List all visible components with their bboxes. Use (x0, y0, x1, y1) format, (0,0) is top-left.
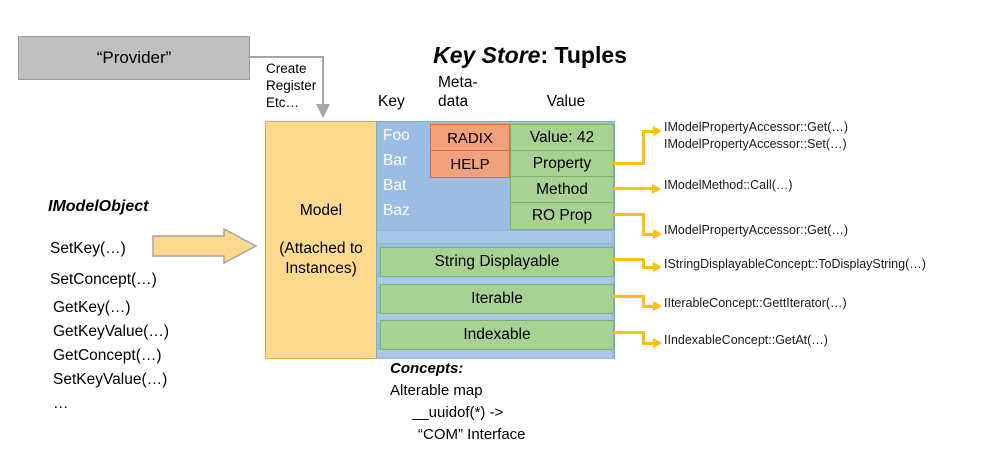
key-label-foo: Foo (383, 127, 410, 144)
column-header-metadata: Meta- data (438, 74, 478, 110)
metadata-cell-help: HELP (430, 150, 510, 178)
key-label-baz: Baz (383, 202, 410, 219)
list-item: SetKey(…) (50, 240, 126, 257)
column-header-value: Value (546, 93, 586, 110)
provider-connector-arrowhead (316, 104, 330, 118)
list-item: SetKeyValue(…) (53, 371, 168, 388)
connector-1-horizontal-top (642, 130, 656, 133)
connector-5-horizontal-bottom (642, 305, 656, 308)
key-label-bat: Bat (383, 177, 407, 194)
concepts-line-3: “COM” Interface (418, 426, 526, 443)
connector-6-vertical (642, 331, 645, 345)
connector-4-vertical (642, 258, 645, 269)
connector-5-horizontal-base (613, 295, 645, 298)
imodelobject-getters-list: GetKey(…) GetKeyValue(…) GetConcept(…) S… (53, 296, 253, 416)
connector-6-horizontal-base (613, 331, 645, 334)
model-label-sub1: (Attached to (279, 240, 363, 257)
connector-6-horizontal-bottom (642, 342, 656, 345)
value-cell-value42: Value: 42 (510, 124, 614, 152)
list-item: … (53, 395, 69, 412)
concept-row-indexable: Indexable (380, 320, 614, 350)
key-label-bar: Bar (383, 152, 408, 169)
model-label-sub2: Instances) (285, 260, 357, 277)
value-cell-roprop: RO Prop (510, 202, 614, 230)
connector-6-arrowhead (653, 338, 662, 348)
title-suffix: : Tuples (540, 42, 627, 68)
annotation-indexable: IIndexableConcept::GetAt(…) (664, 333, 828, 347)
list-item: SetConcept(…) (50, 271, 157, 288)
connector-1-vertical (642, 130, 645, 164)
list-item: GetKeyValue(…) (53, 323, 170, 340)
connector-5-arrowhead (653, 301, 662, 311)
page-title: Key Store: Tuples (380, 42, 680, 69)
connector-3-vertical (642, 213, 645, 236)
title-emphasis: Key Store (433, 42, 541, 68)
concepts-title: Concepts: (390, 360, 464, 377)
provider-connector-horizontal (248, 56, 324, 58)
concepts-line-2: __uuidof(*) -> (412, 404, 504, 421)
list-item: GetKey(…) (53, 299, 131, 316)
value-cell-method: Method (510, 176, 614, 204)
column-header-key: Key (378, 93, 405, 110)
concepts-line-1: Alterable map (390, 382, 483, 399)
connector-4-horizontal-bottom (642, 266, 656, 269)
connector-4-horizontal-base (613, 258, 645, 261)
imodelobject-title: IModelObject (48, 198, 149, 215)
imodelobject-setters-list: SetKey(…) SetConcept(…) (50, 233, 250, 295)
annotation-iterable: IIterableConcept::GettIterator(…) (664, 296, 847, 310)
concept-row-iterable: Iterable (380, 284, 614, 314)
metadata-cell-radix: RADIX (430, 124, 510, 152)
flow-arrow-icon (152, 228, 257, 264)
annotation-property-set: IModelPropertyAccessor::Set(…) (664, 137, 847, 151)
list-item: GetConcept(…) (53, 347, 162, 364)
concepts-body: Alterable map __uuidof(*) -> “COM” Inter… (390, 380, 650, 446)
provider-box: “Provider” (18, 36, 250, 80)
table-strip-1 (377, 230, 612, 244)
annotation-method-call: IModelMethod::Call(…) (664, 178, 793, 192)
connector-1-arrowhead (653, 126, 662, 136)
connector-3-arrowhead (653, 229, 662, 239)
connector-3-horizontal-bottom (642, 233, 656, 236)
connector-4-arrowhead (653, 262, 662, 272)
model-box: Model (Attached to Instances) (265, 121, 377, 359)
model-label-primary: Model (299, 202, 343, 219)
connector-5-vertical (642, 295, 645, 308)
provider-label: “Provider” (96, 48, 172, 67)
connector-3-horizontal-base (613, 213, 645, 216)
annotation-property-get: IModelPropertyAccessor::Get(…) (664, 120, 849, 134)
annotation-roprop-get: IModelPropertyAccessor::Get(…) (664, 223, 849, 237)
connector-2-horizontal (613, 187, 655, 190)
annotation-string-displayable: IStringDisplayableConcept::ToDisplayStri… (664, 257, 926, 271)
concept-row-string-displayable: String Displayable (380, 247, 614, 277)
connector-1-horizontal-base (613, 162, 645, 165)
provider-connector-label: Create Register Etc… (266, 61, 317, 110)
provider-connector-vertical (322, 56, 324, 106)
connector-2-arrowhead (652, 184, 661, 194)
value-cell-property: Property (510, 150, 614, 178)
